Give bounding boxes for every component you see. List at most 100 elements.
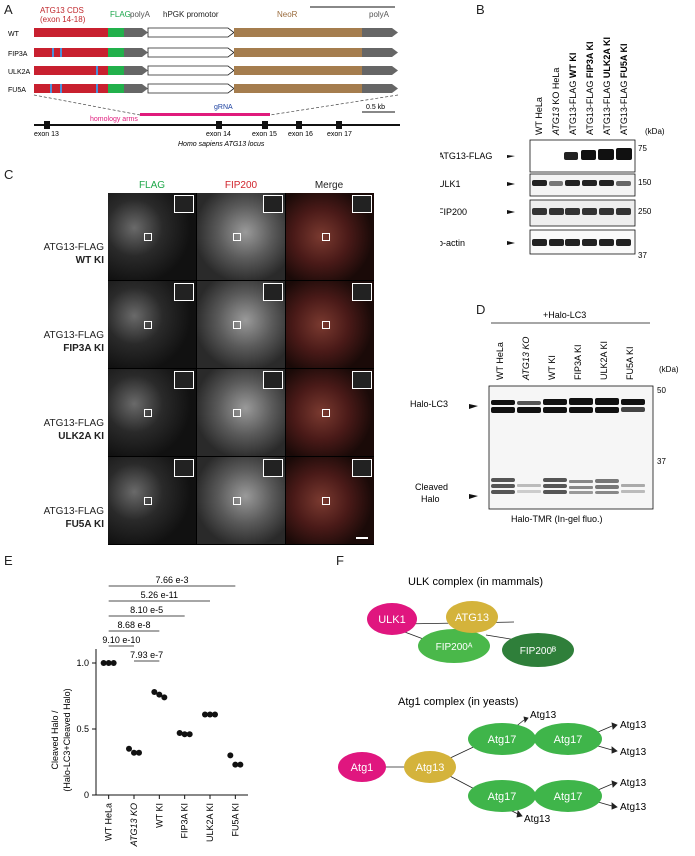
micrograph-inset <box>263 283 283 301</box>
micrograph-tile <box>286 281 374 368</box>
cds-sub: (exon 14-18) <box>40 15 86 24</box>
data-point <box>227 752 234 759</box>
micrograph-roi-box <box>144 321 152 329</box>
comparison-pvalue: 9.10 e-10 <box>102 635 140 645</box>
y-tick-label: 1.0 <box>76 658 89 668</box>
col-header-fip200: FIP200 <box>224 180 258 191</box>
halo-lc3-header: +Halo-LC3 <box>543 310 586 320</box>
data-point <box>237 761 244 768</box>
fip200a-node <box>418 629 490 663</box>
panel-label-f: F <box>336 553 344 568</box>
yeast-atg13-label: Atg13 <box>416 762 445 774</box>
data-point <box>151 689 158 696</box>
comparison-pvalue: 5.26 e-11 <box>141 590 178 600</box>
micrograph-roi-box <box>233 497 241 505</box>
atg17-node-3 <box>468 780 536 812</box>
promoter-label: hPGK promotor <box>163 10 219 19</box>
ulk1-node <box>367 603 417 635</box>
data-point <box>156 691 163 698</box>
gel-lane-4: FIP3A KI <box>573 344 583 380</box>
panel-label-e: E <box>4 553 13 568</box>
panel-c-microscopy: FLAG FIP200 Merge ATG13-FLAG WT KI ATG13… <box>0 178 400 548</box>
atg17-label-3: Atg17 <box>488 791 517 803</box>
row-label-fip3a-line2: FIP3A KI <box>63 343 104 354</box>
exon-15: exon 15 <box>252 131 277 138</box>
comparison-pvalue: 8.68 e-8 <box>117 620 150 630</box>
micrograph-roi-box <box>322 321 330 329</box>
y-tick-label: 0.5 <box>76 724 89 734</box>
micrograph-inset <box>263 459 283 477</box>
row-label-fip3a: ATG13-FLAG FIP3A KI <box>0 329 104 355</box>
data-point <box>161 694 168 701</box>
construct-row-fu5a: FU5A <box>8 83 398 94</box>
micrograph-tile <box>108 457 196 544</box>
panel-label-c: C <box>4 167 14 182</box>
micrograph-inset <box>174 283 194 301</box>
scale-label: 0.5 kb <box>366 104 385 111</box>
panel-a-construct-diagram: ATG13 CDS (exon 14-18) FLAG polyA hPGK p… <box>8 6 400 148</box>
neor-label: NeoR <box>277 10 298 19</box>
y-tick-label: 0 <box>84 790 89 800</box>
data-point <box>176 729 183 736</box>
comparison-pvalue: 7.93 e-7 <box>130 650 163 660</box>
x-tick-label: WT HeLa <box>104 803 114 841</box>
out-atg13-4: Atg13 <box>620 778 647 789</box>
micrograph-roi-box <box>322 409 330 417</box>
atg1-label: Atg1 <box>351 762 374 774</box>
scale-bar <box>356 537 368 539</box>
micrograph-roi-box <box>233 409 241 417</box>
construct-rows: WT FIP3A ULK2A <box>8 27 398 94</box>
data-point <box>136 749 142 756</box>
fip200b-node <box>502 633 574 667</box>
ulk1-label: ULK1 <box>378 614 406 626</box>
micrograph-grid <box>108 193 374 545</box>
micrograph-roi-box <box>322 497 330 505</box>
out-atg13-2: Atg13 <box>620 720 647 731</box>
micrograph-roi-box <box>322 233 330 241</box>
comparison-pvalue: 7.66 e-3 <box>155 575 188 585</box>
lane-label-6: ATG13-FLAG FU5A KI <box>619 43 629 135</box>
yeast-title: Atg1 complex (in yeasts) <box>398 696 518 708</box>
micrograph-inset <box>174 195 194 213</box>
cds-label: ATG13 CDS <box>40 6 84 15</box>
micrograph-inset <box>174 459 194 477</box>
micrograph-tile <box>286 457 374 544</box>
atg17-label-4: Atg17 <box>554 791 583 803</box>
row-label-fip3a: FIP3A <box>8 51 28 58</box>
x-tick-label: ULK2A KI <box>205 803 215 842</box>
out-atg13-3: Atg13 <box>620 747 647 758</box>
yeast-atg13-node <box>404 751 456 783</box>
exon-17: exon 17 <box>327 131 352 138</box>
row-label-fu5a-line2: FU5A KI <box>65 519 104 530</box>
micrograph-tile <box>197 281 285 368</box>
atg17-label-2: Atg17 <box>554 734 583 746</box>
micrograph-roi-box <box>144 497 152 505</box>
out-atg13-5: Atg13 <box>620 802 647 813</box>
micrograph-inset <box>174 371 194 389</box>
construct-row-fip3a: FIP3A <box>8 47 398 58</box>
panel-b-western-blot: WT HeLa ATG13 KO HeLa ATG13-FLAG WT KI A… <box>440 37 665 260</box>
row-label-wt: WT <box>8 31 20 38</box>
micrograph-inset <box>263 195 283 213</box>
gel-kda: (kDa) <box>659 365 679 374</box>
y-label-line2: (Halo-LC3+Cleaved Halo) <box>62 688 72 791</box>
data-point <box>186 731 193 738</box>
gel-lane-6: FU5A KI <box>625 346 635 380</box>
atg17-label-1: Atg17 <box>488 734 517 746</box>
row-label-wt-line2: WT KI <box>75 255 104 266</box>
flag-label: FLAG <box>110 10 131 19</box>
gel-caption: Halo-TMR (In-gel fluo.) <box>511 514 603 524</box>
micrograph-tile <box>197 369 285 456</box>
exon-16: exon 16 <box>288 131 313 138</box>
atg13-node <box>446 601 498 633</box>
band-label-cleaved: Cleaved <box>415 482 448 492</box>
comparison-pvalue: 8.10 e-5 <box>130 605 163 615</box>
lane-label-3: ATG13-FLAG WT KI <box>568 53 578 135</box>
locus-label: Homo sapiens ATG13 locus <box>178 141 265 148</box>
band-label-halo-lc3: Halo-LC3 <box>410 399 448 409</box>
row-label-fu5a: FU5A <box>8 87 26 94</box>
micrograph-inset <box>352 371 372 389</box>
gel-marker-37: 37 <box>657 457 666 466</box>
data-point <box>232 761 239 768</box>
data-point <box>126 745 132 752</box>
